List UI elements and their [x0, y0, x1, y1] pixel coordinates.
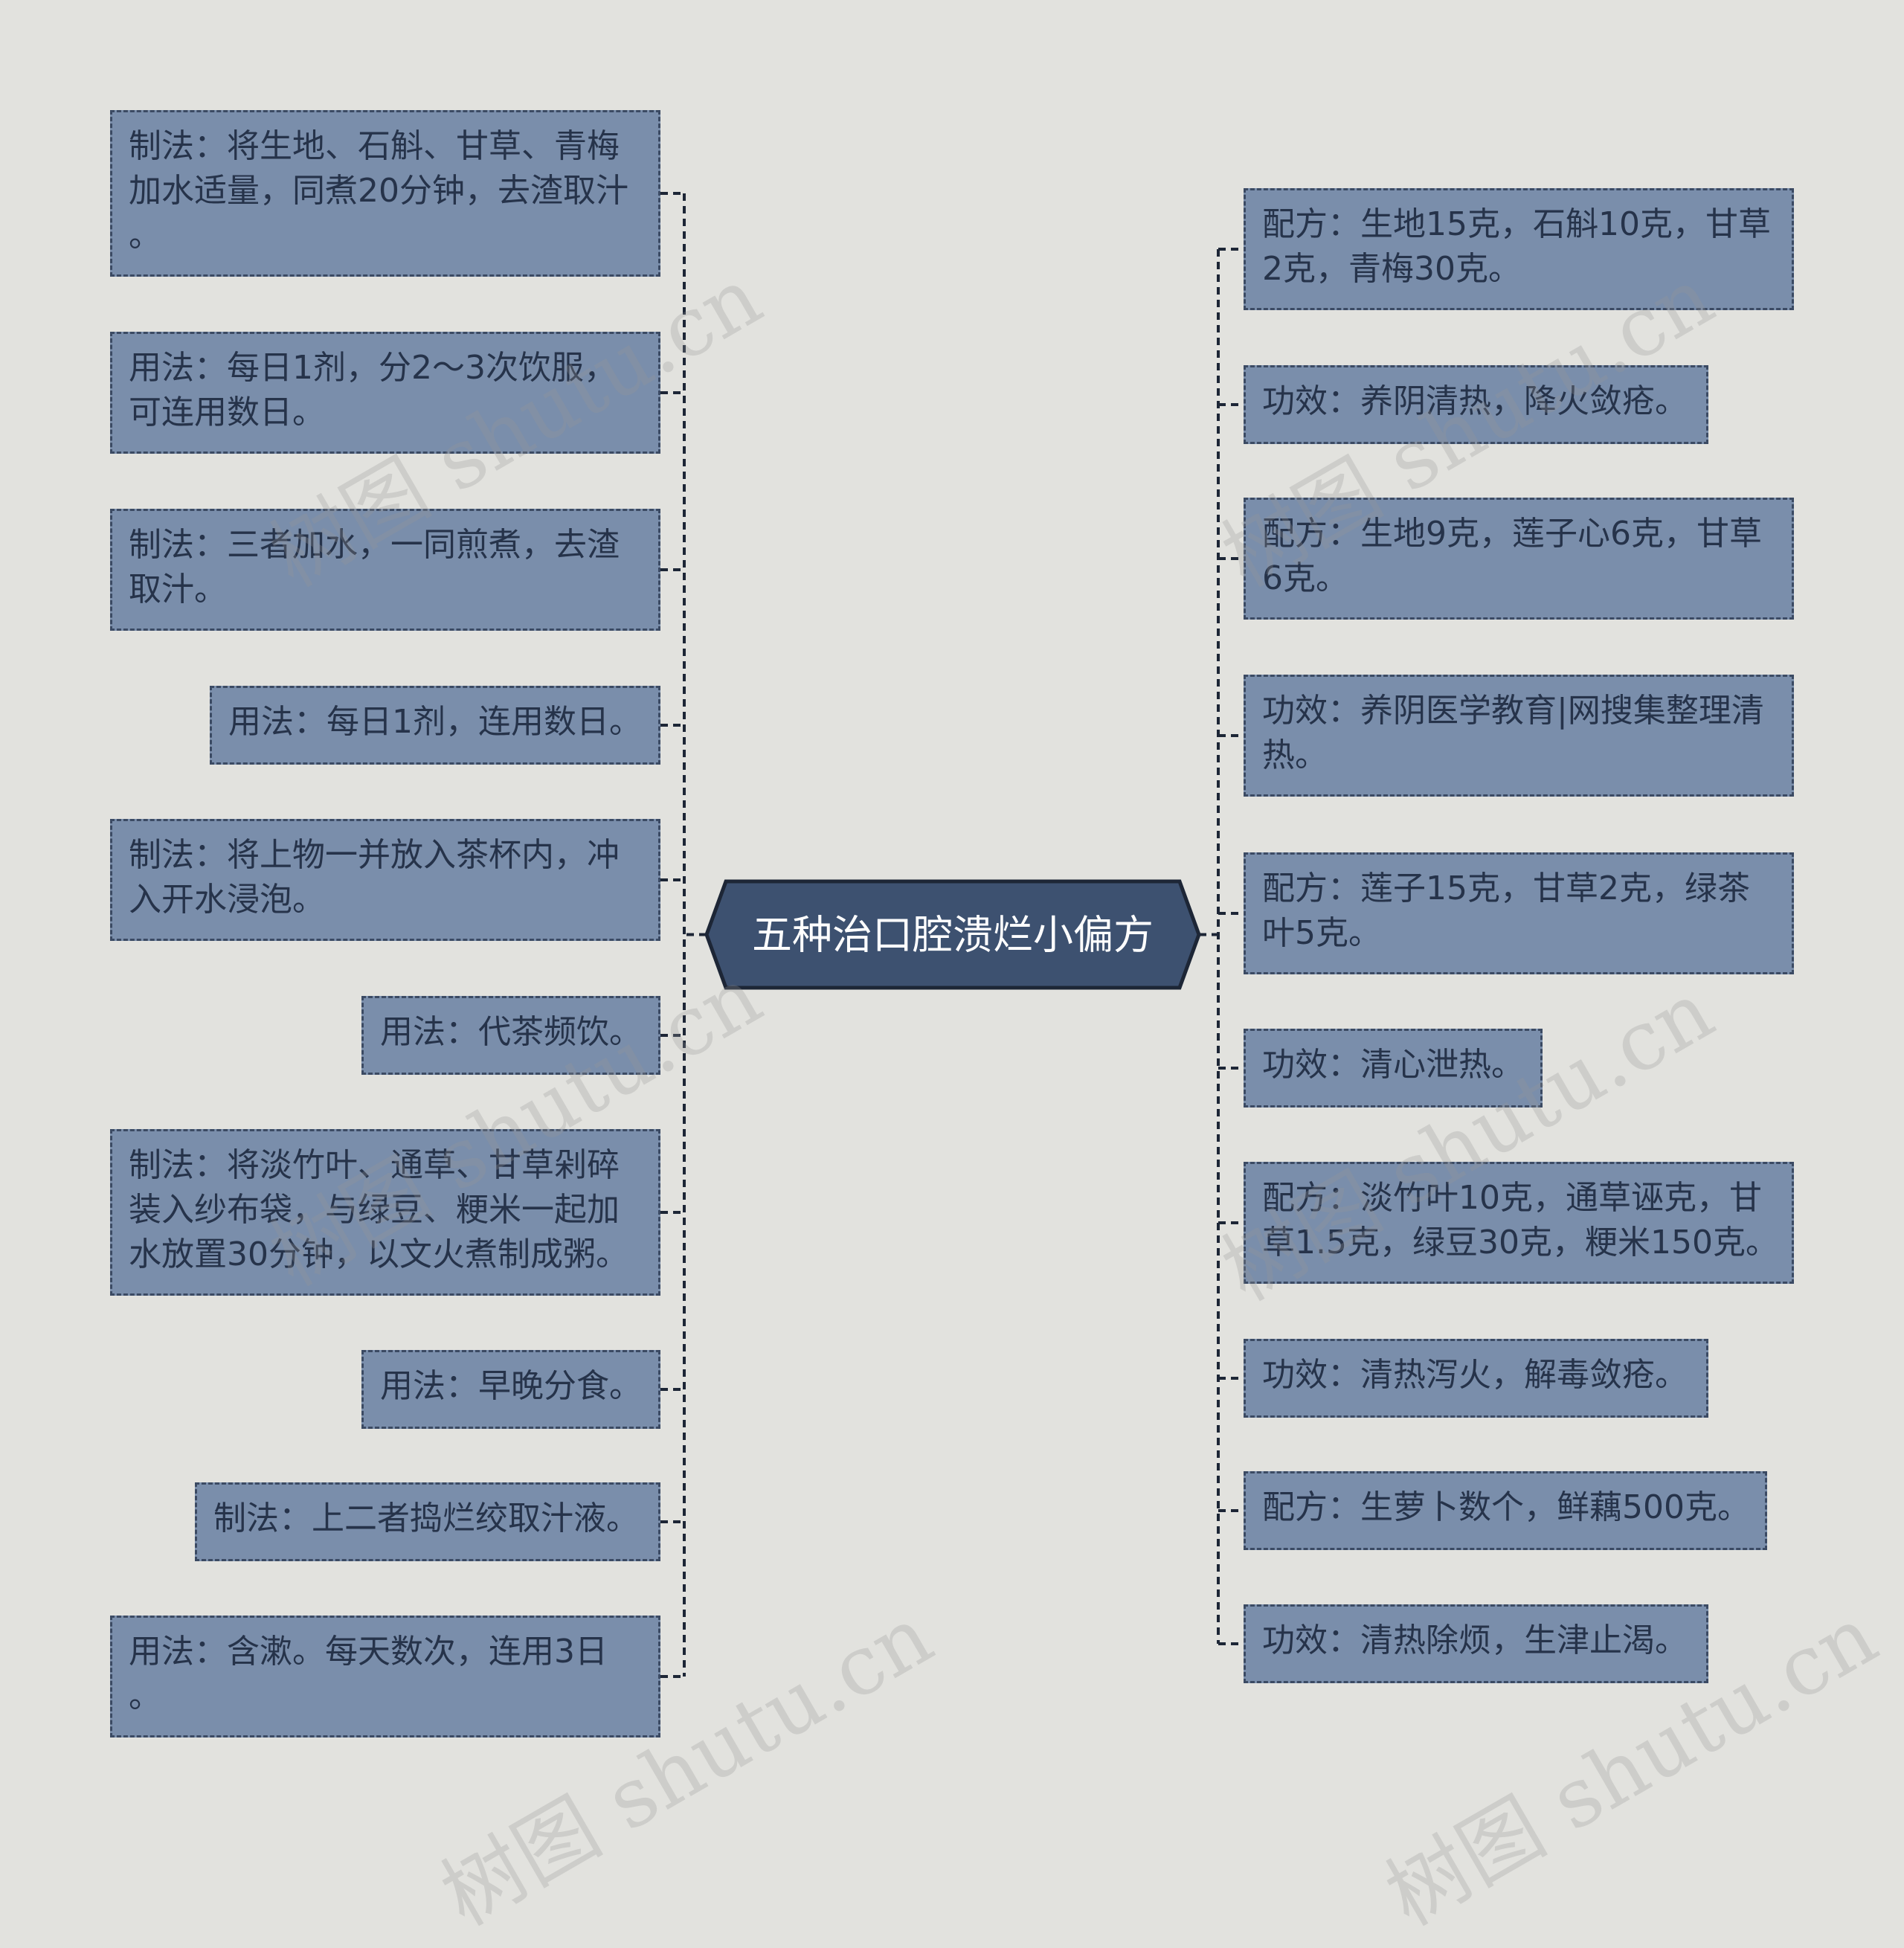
- node-text-line: 功效：清心泄热。: [1262, 1046, 1524, 1084]
- node-text-line: 取汁。: [129, 570, 227, 608]
- right-node-9[interactable]: 配方：生萝卜数个，鲜藕500克。: [1244, 1471, 1767, 1550]
- mind-map: 五种治口腔溃烂小偏方 制法：将生地、石斛、甘草、青梅加水适量，同煮20分钟，去渣…: [110, 110, 1892, 1944]
- node-text-line: 可连用数日。: [129, 393, 325, 431]
- left-node-6[interactable]: 用法：代茶频饮。: [361, 996, 660, 1075]
- node-text-line: 配方：生地15克，石斛10克，甘草: [1262, 205, 1771, 243]
- node-text-line: 用法：每日1剂，连用数日。: [228, 703, 642, 741]
- node-text-line: 制法：将上物一并放入茶杯内，冲: [129, 836, 620, 874]
- left-node-2[interactable]: 用法：每日1剂，分2～3次饮服， 可连用数日。: [110, 332, 660, 454]
- node-text-line: 功效：养阴医学教育|网搜集整理清: [1262, 692, 1764, 730]
- root-label: 五种治口腔溃烂小偏方: [752, 912, 1154, 959]
- node-text-line: 制法：将生地、石斛、甘草、青梅: [129, 127, 620, 165]
- node-text-line: 制法：上二者捣烂绞取汁液。: [213, 1499, 639, 1537]
- node-text-line: 功效：养阴清热，降火敛疮。: [1262, 382, 1688, 420]
- right-node-1[interactable]: 配方：生地15克，石斛10克，甘草 2克，青梅30克。: [1244, 188, 1794, 310]
- left-node-7[interactable]: 制法：将淡竹叶、通草、甘草剁碎装入纱布袋，与绿豆、粳米一起加水放置30分钟，以文…: [110, 1129, 660, 1296]
- node-text-line: 配方：淡竹叶10克，通草诬克，甘: [1262, 1179, 1762, 1217]
- left-node-5[interactable]: 制法：将上物一并放入茶杯内，冲入开水浸泡。: [110, 819, 660, 941]
- right-node-10[interactable]: 功效：清热除烦，生津止渴。: [1244, 1604, 1708, 1683]
- node-text-line: 用法：含漱。每天数次，连用3日: [129, 1633, 608, 1671]
- right-node-7[interactable]: 配方：淡竹叶10克，通草诬克，甘草1.5克，绿豆30克，粳米150克。: [1244, 1162, 1794, 1284]
- left-node-8[interactable]: 用法：早晚分食。: [361, 1350, 660, 1429]
- node-text-line: 配方：生地9克，莲子心6克，甘草: [1262, 515, 1762, 553]
- node-text-line: 装入纱布袋，与绿豆、粳米一起加: [129, 1191, 620, 1229]
- node-text-line: 6克。: [1262, 559, 1348, 597]
- node-text-line: 功效：清热除烦，生津止渴。: [1262, 1621, 1688, 1659]
- right-node-8[interactable]: 功效：清热泻火，解毒敛疮。: [1244, 1339, 1708, 1418]
- right-node-5[interactable]: 配方：莲子15克，甘草2克，绿茶叶5克。: [1244, 852, 1794, 974]
- left-node-3[interactable]: 制法：三者加水，一同煎煮，去渣取汁。: [110, 509, 660, 631]
- node-text-line: 用法：每日1剂，分2～3次饮服，: [129, 349, 617, 387]
- node-text-line: 。: [129, 216, 161, 254]
- node-text-line: 加水适量，同煮20分钟，去渣取汁: [129, 172, 628, 210]
- node-text-line: 功效：清热泻火，解毒敛疮。: [1262, 1356, 1688, 1394]
- left-node-1[interactable]: 制法：将生地、石斛、甘草、青梅加水适量，同煮20分钟，去渣取汁。: [110, 110, 660, 277]
- node-text-line: 用法：代茶频饮。: [380, 1013, 642, 1051]
- node-text-line: 水放置30分钟，以文火煮制成粥。: [129, 1235, 628, 1273]
- node-text-line: 2克，青梅30克。: [1262, 250, 1521, 288]
- node-text-line: 。: [129, 1677, 161, 1715]
- node-text-line: 用法：早晚分食。: [380, 1367, 642, 1405]
- node-text-line: 制法：将淡竹叶、通草、甘草剁碎: [129, 1146, 620, 1184]
- left-node-9[interactable]: 制法：上二者捣烂绞取汁液。: [195, 1482, 660, 1561]
- right-node-6[interactable]: 功效：清心泄热。: [1244, 1029, 1543, 1108]
- node-text-line: 叶5克。: [1262, 914, 1381, 952]
- left-node-4[interactable]: 用法：每日1剂，连用数日。: [210, 686, 660, 765]
- node-text-line: 制法：三者加水，一同煎煮，去渣: [129, 526, 620, 564]
- node-text-line: 草1.5克，绿豆30克，粳米150克。: [1262, 1224, 1778, 1261]
- left-node-10[interactable]: 用法：含漱。每天数次，连用3日。: [110, 1616, 660, 1738]
- node-text-line: 配方：莲子15克，甘草2克，绿茶: [1262, 869, 1750, 907]
- node-text-line: 入开水浸泡。: [129, 881, 325, 919]
- right-node-2[interactable]: 功效：养阴清热，降火敛疮。: [1244, 365, 1708, 444]
- connector-lines: 五种治口腔溃烂小偏方: [660, 192, 1244, 1678]
- node-text-line: 热。: [1262, 736, 1328, 774]
- node-text-line: 配方：生萝卜数个，鲜藕500克。: [1262, 1488, 1750, 1526]
- right-node-3[interactable]: 配方：生地9克，莲子心6克，甘草 6克。: [1244, 498, 1794, 620]
- right-node-4[interactable]: 功效：养阴医学教育|网搜集整理清热。: [1244, 675, 1794, 797]
